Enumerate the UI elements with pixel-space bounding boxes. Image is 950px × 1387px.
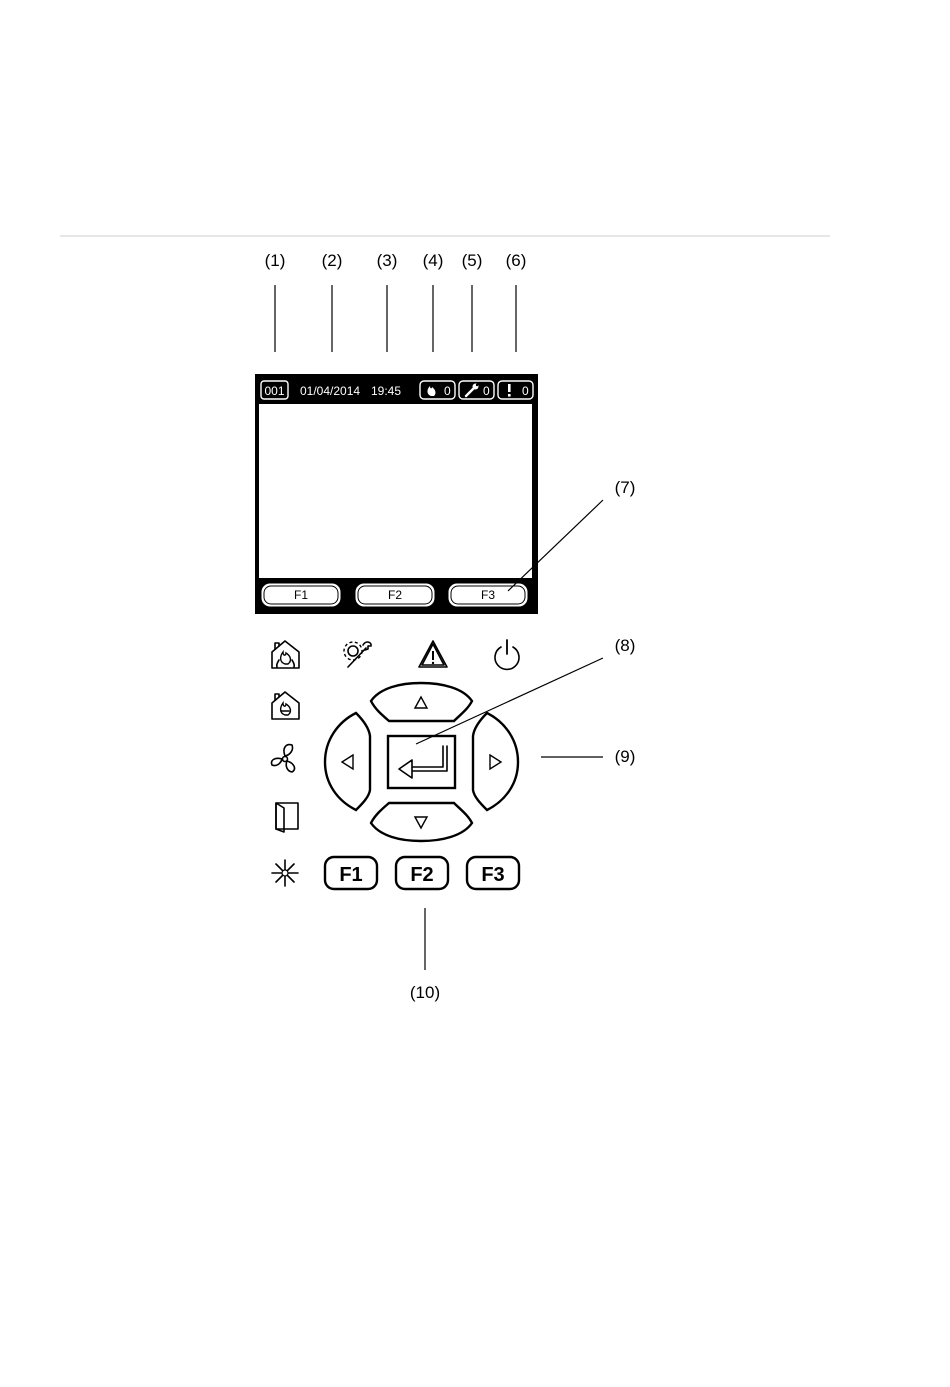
callout-9: (9) <box>615 747 636 766</box>
status-date: 01/04/2014 <box>300 384 360 398</box>
callout-10: (10) <box>410 983 440 1002</box>
callout-7: (7) <box>615 478 636 497</box>
callout-5: (5) <box>462 251 483 270</box>
function-key-f1-label: F1 <box>339 864 362 886</box>
fire-count: 0 <box>444 384 451 398</box>
callout-6: (6) <box>506 251 527 270</box>
callout-8: (8) <box>615 636 636 655</box>
function-key-f3-label: F3 <box>481 864 504 886</box>
nav-down-button[interactable] <box>371 803 472 841</box>
callout-2: (2) <box>322 251 343 270</box>
test-sparkle-icon <box>272 860 298 886</box>
softkey-f3-label: F3 <box>481 588 495 602</box>
nav-up-button[interactable] <box>371 683 472 721</box>
fan-icon <box>272 745 295 772</box>
enter-button[interactable] <box>388 736 455 788</box>
warning-count: 0 <box>522 384 529 398</box>
fire-house-icon <box>272 641 299 668</box>
power-icon <box>495 640 519 669</box>
function-key-f2-label: F2 <box>410 864 433 886</box>
status-time: 19:45 <box>371 384 401 398</box>
warning-triangle-icon <box>419 641 447 667</box>
function-key-f3[interactable]: F3 <box>467 857 519 889</box>
fault-count: 0 <box>483 384 490 398</box>
function-key-f2[interactable]: F2 <box>396 857 448 889</box>
wrench-gear-icon <box>344 642 371 667</box>
lcd-content-area <box>259 404 532 578</box>
door-icon <box>276 803 298 832</box>
lcd-screen: 001 01/04/2014 19:45 0 0 0 F1 F2 F3 <box>255 374 538 614</box>
panel-number: 001 <box>264 384 284 398</box>
function-key-f1[interactable]: F1 <box>325 857 377 889</box>
fire-outputs-house-icon <box>272 692 299 719</box>
callout-4: (4) <box>423 251 444 270</box>
callout-1: (1) <box>265 251 286 270</box>
nav-left-button[interactable] <box>325 713 370 810</box>
softkey-f1-label: F1 <box>294 588 308 602</box>
nav-right-button[interactable] <box>473 713 518 810</box>
callout-3: (3) <box>377 251 398 270</box>
exclamation-icon <box>508 384 511 397</box>
softkey-f2-label: F2 <box>388 588 402 602</box>
